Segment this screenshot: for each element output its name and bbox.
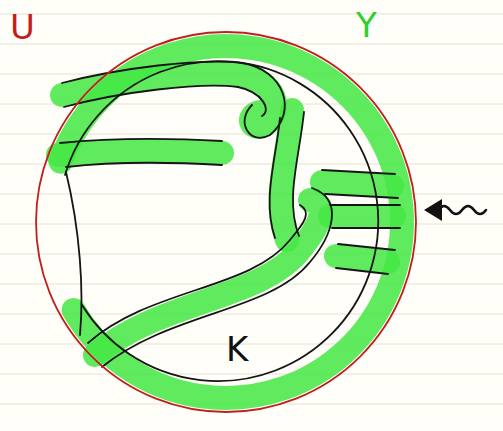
boundary-circle [36, 32, 416, 412]
right-band-edge [330, 204, 400, 206]
ruled-line [0, 14, 503, 15]
knot-label: K [226, 330, 248, 369]
right-band-edge [325, 194, 398, 198]
right-band [322, 182, 392, 186]
band-edges [60, 61, 400, 381]
lower-band-edge [88, 205, 306, 343]
middle-band-edge [66, 163, 222, 167]
central-band-edge [293, 112, 304, 236]
inner-edge [65, 61, 378, 381]
right-band [336, 256, 388, 262]
right-band-edge [338, 244, 395, 250]
right-band [330, 204, 394, 228]
wedge-edge [66, 172, 81, 335]
outer-band [61, 46, 402, 398]
region-label: U [10, 8, 35, 47]
ruled-lines [0, 14, 503, 404]
arrow-head [424, 199, 442, 221]
upper-band [62, 74, 275, 127]
right-band-edge [336, 268, 388, 274]
middle-band [58, 151, 222, 155]
right-band-edge [332, 227, 400, 229]
upper-band-edge [62, 62, 285, 138]
ruled-line [0, 194, 503, 195]
ruled-line [0, 344, 503, 345]
squiggle-arrow [438, 206, 486, 214]
ruled-line [0, 374, 503, 375]
surface-label: Y [356, 6, 377, 45]
green-bands [58, 46, 402, 398]
ruled-line [0, 254, 503, 255]
lower-band-edge [102, 188, 332, 367]
central-band [281, 110, 292, 240]
middle-band-edge [60, 139, 222, 143]
right-band-edge [322, 170, 395, 174]
central-band-edge [270, 118, 280, 238]
upper-band-edge [64, 86, 266, 116]
